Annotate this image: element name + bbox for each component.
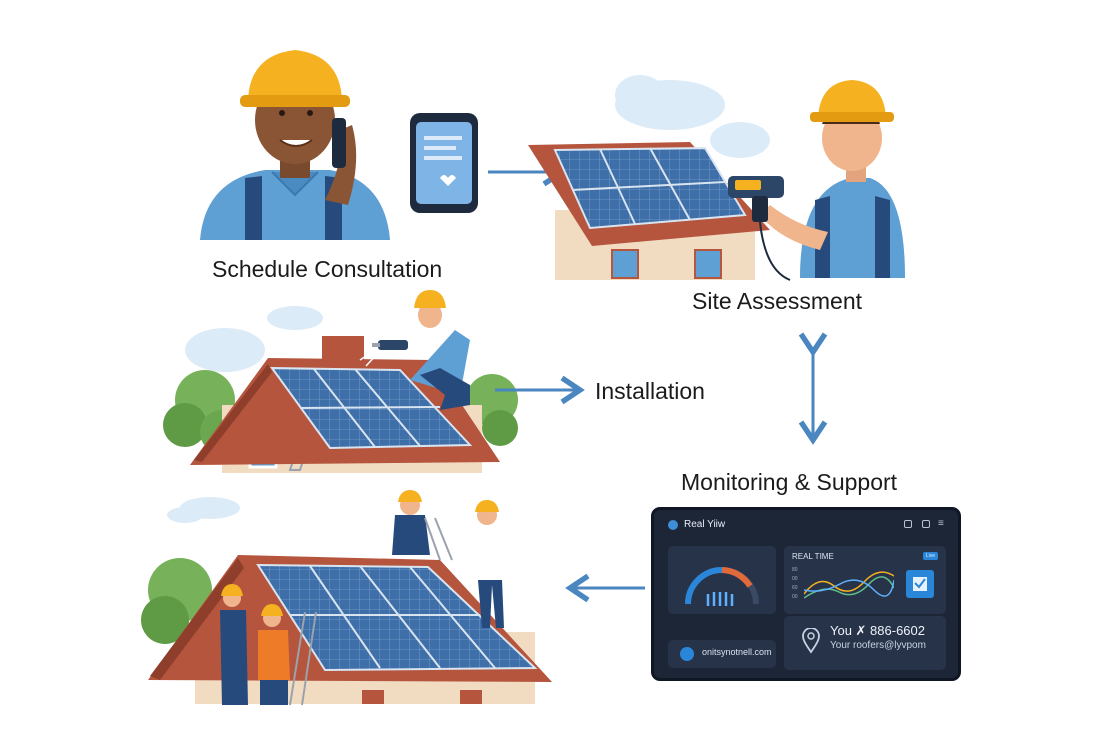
app-logo-icon bbox=[668, 520, 678, 530]
inspection-tool-icon bbox=[728, 176, 791, 281]
contact-panel: You ✗ 886-6602 Your roofers@lyvpom bbox=[784, 616, 946, 670]
location-pin-icon bbox=[802, 628, 820, 654]
contact-email: Your roofers@lyvpom bbox=[830, 640, 926, 651]
realtime-panel: REAL TIME Live 80 00 60 00 bbox=[784, 546, 946, 614]
step-label-installation: Installation bbox=[595, 378, 705, 404]
live-badge: Live bbox=[922, 552, 938, 560]
globe-icon bbox=[680, 647, 694, 661]
step-label-consultation: Schedule Consultation bbox=[212, 256, 443, 282]
step-label-monitoring: Monitoring & Support bbox=[681, 469, 898, 495]
gauge-icon bbox=[685, 567, 759, 606]
website-link[interactable]: onitsynotnell.com bbox=[702, 647, 772, 657]
monitoring-dashboard: Real Yiiw ≡ REAL TIME Live 80 00 60 00 bbox=[651, 507, 961, 681]
axis-ticks: 80 00 60 00 bbox=[792, 567, 798, 600]
hardhat bbox=[818, 80, 886, 118]
minimize-icon[interactable] bbox=[904, 520, 912, 528]
consultation-scene bbox=[200, 50, 390, 240]
maximize-icon[interactable] bbox=[922, 520, 930, 528]
realtime-label: REAL TIME bbox=[792, 552, 834, 561]
smile bbox=[279, 139, 313, 147]
team-scene bbox=[141, 490, 552, 706]
phone-in-hand bbox=[332, 118, 346, 168]
worker-group bbox=[220, 490, 504, 706]
installation-scene bbox=[163, 290, 518, 473]
step-label-assessment: Site Assessment bbox=[692, 288, 863, 314]
smartphone-icon bbox=[410, 113, 478, 213]
overalls bbox=[245, 176, 342, 240]
menu-icon[interactable]: ≡ bbox=[938, 518, 944, 529]
hardhat bbox=[414, 290, 446, 308]
assessment-scene bbox=[528, 75, 905, 281]
dashboard-title: Real Yiiw bbox=[684, 519, 726, 530]
solar-panels bbox=[553, 146, 747, 230]
report-icon[interactable] bbox=[906, 570, 934, 598]
gauge-panel bbox=[668, 546, 776, 614]
drill-icon bbox=[359, 340, 408, 367]
trend-lines bbox=[804, 571, 894, 599]
hardhat bbox=[248, 50, 342, 100]
website-panel[interactable]: onitsynotnell.com bbox=[668, 640, 776, 668]
contact-phone: You ✗ 886-6602 bbox=[830, 623, 925, 638]
